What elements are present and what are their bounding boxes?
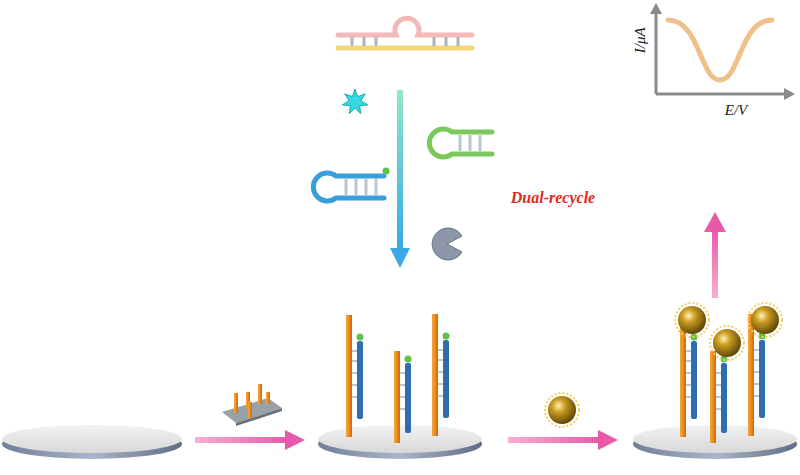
target-molecule xyxy=(342,89,367,114)
axis-label: E/V xyxy=(725,102,748,119)
step-arrow xyxy=(704,212,726,298)
hairpin-probe xyxy=(429,129,492,157)
exonuclease xyxy=(432,228,462,260)
dna-probe xyxy=(710,351,728,443)
hairpin-probe xyxy=(313,168,389,202)
electrode-disc xyxy=(2,425,182,459)
gold-nanoparticle xyxy=(748,303,782,337)
voltammogram-plot xyxy=(650,3,795,100)
dna-probe xyxy=(346,315,364,437)
dna-probe xyxy=(394,351,412,443)
process-label: Dual-recycle xyxy=(511,189,595,207)
gold-nanoparticle xyxy=(675,303,709,337)
duplex-hairpin xyxy=(338,18,472,48)
dna-probe xyxy=(432,314,450,436)
probe-chip xyxy=(222,384,282,426)
reaction-arrow xyxy=(390,90,410,268)
gold-nanoparticle xyxy=(545,393,579,427)
gold-nanoparticle xyxy=(710,326,744,360)
step-arrow xyxy=(508,430,618,450)
axis-label: I/μA xyxy=(632,27,649,53)
step-arrow xyxy=(195,430,305,450)
